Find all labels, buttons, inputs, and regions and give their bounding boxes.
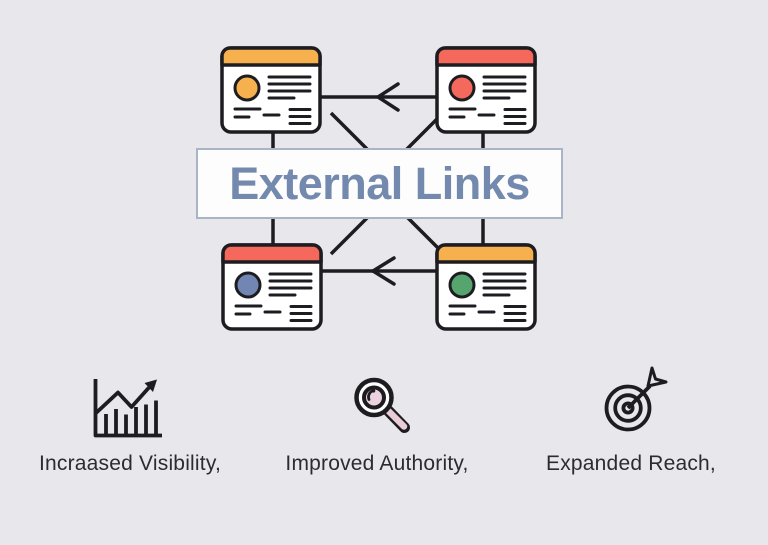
top-left-arrowhead-icon: [376, 82, 400, 112]
chart-trend-line: [94, 386, 151, 415]
card-header-bar: [435, 46, 537, 67]
card-text-lines: [233, 75, 312, 125]
target-arrow-icon: [604, 366, 668, 432]
magnifier-lens-dot: [371, 389, 376, 393]
banner-title: External Links: [229, 157, 530, 209]
card-avatar-circle: [448, 74, 476, 102]
card-avatar-circle: [234, 271, 262, 299]
chart-bars: [104, 400, 158, 436]
dart-shaft: [626, 384, 652, 410]
card-avatar-circle: [448, 271, 476, 299]
browser-card-top-right: [435, 46, 537, 134]
title-banner: External Links: [196, 148, 563, 219]
dart-fletching: [646, 366, 668, 388]
card-header-bar: [221, 243, 323, 264]
bottom-left-arrowhead-icon: [371, 256, 396, 286]
chart-axes: [93, 379, 162, 438]
card-text-lines: [234, 272, 313, 322]
target-bullseye: [621, 401, 635, 415]
magnifier-icon: [354, 377, 410, 433]
growth-chart-icon: [93, 379, 162, 438]
browser-card-bottom-left: [221, 243, 323, 331]
browser-card-top-left: [220, 46, 322, 134]
benefit-label-authority: Improved Authority,: [285, 452, 469, 475]
benefit-label-reach: Expanded Reach,: [546, 452, 716, 475]
target-middle-ring: [613, 393, 643, 423]
card-text-lines: [448, 272, 527, 322]
card-text-lines: [448, 75, 527, 125]
chart-trend-arrowhead: [144, 379, 157, 392]
magnifier-handle-fill: [385, 407, 408, 430]
card-header-bar: [435, 243, 537, 264]
browser-card-bottom-right: [435, 243, 537, 331]
target-outer-ring: [604, 384, 652, 432]
benefit-label-visibility: Incraased Visibility,: [38, 452, 222, 475]
card-header-bar: [220, 46, 322, 67]
card-avatar-circle: [233, 74, 261, 102]
